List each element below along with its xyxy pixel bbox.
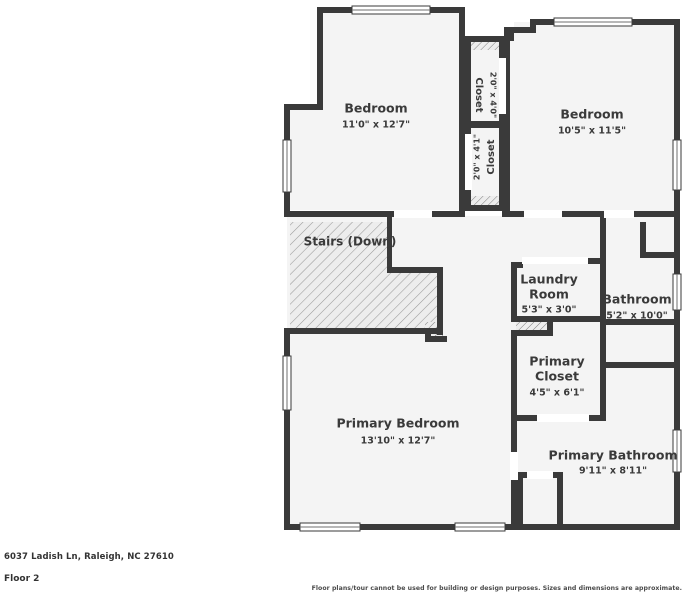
door-bedroom1	[394, 210, 432, 218]
wall-b1-right	[459, 7, 465, 216]
dims-closet-upper: 2'0" x 4'0"	[489, 72, 498, 118]
wall-stairs-bottom	[284, 328, 443, 334]
dims-primary-bedroom: 13'10" x 12'7"	[361, 436, 436, 447]
wall-hall-top-left	[284, 211, 465, 217]
room-labels: Bedroom 11'0" x 12'7" Bedroom 10'5" x 11…	[304, 72, 678, 477]
wall-laundry-bottom-foot	[511, 330, 553, 336]
wall-b2-top-jog	[508, 27, 534, 33]
dims-primary-bathroom: 9'11" x 8'11"	[579, 466, 647, 477]
label-bedroom-2: Bedroom	[560, 107, 623, 122]
door-closet-upper	[499, 58, 506, 114]
wall-laundry-top-left	[511, 262, 523, 268]
wall-pcloset-left	[511, 334, 517, 416]
property-address: 6037 Ladish Ln, Raleigh, NC 27610	[4, 552, 174, 562]
dims-bedroom-1: 11'0" x 12'7"	[342, 120, 410, 131]
wall-stairs-upper-right	[387, 217, 392, 272]
wall-b2-right	[674, 19, 680, 217]
floor-bedroom-1	[287, 10, 462, 210]
wall-pcloset-bottom-left	[511, 415, 539, 421]
door-closet-lower	[465, 134, 472, 190]
label-closet-lower: Closet	[486, 139, 497, 174]
wall-bath-alcove-vert	[640, 222, 646, 258]
closet-lower-shelf-hatch	[470, 196, 502, 207]
wall-stairs-bottom-foot	[425, 336, 447, 342]
label-primary-bathroom: Primary Bathroom	[549, 448, 678, 463]
wall-left-exterior	[284, 328, 290, 530]
wall-bath-bottom	[600, 319, 680, 325]
wall-b2-top-riser	[530, 19, 536, 33]
wall-hall-top-mid	[502, 211, 680, 217]
wall-pbed-right-upper	[511, 415, 517, 455]
door-primary-closet	[537, 414, 589, 422]
wall-wc-left	[517, 472, 523, 530]
door-bedroom2	[524, 210, 562, 218]
label-primary-closet-line2: Closet	[535, 369, 579, 384]
dims-closet-lower: 2'0" x 4'1"	[473, 134, 482, 180]
wall-laundry-left	[511, 262, 517, 318]
wall-closet-divider	[465, 121, 505, 128]
floor-closet-upper	[470, 50, 502, 122]
door-primary-bath	[510, 452, 518, 480]
dims-bathroom: 5'2" x 10'0"	[606, 311, 668, 322]
label-primary-bedroom: Primary Bedroom	[336, 416, 459, 431]
wall-stairs-bottom-stub	[425, 328, 431, 342]
label-closet-upper: Closet	[473, 77, 484, 112]
wall-wc-top-left	[517, 472, 529, 478]
wall-wc-right	[557, 472, 563, 530]
wall-pbath-top	[600, 362, 680, 368]
wall-b1-left-upper	[317, 7, 323, 107]
wall-laundry-bottom	[511, 316, 606, 322]
dims-bedroom-2: 10'5" x 11'5"	[558, 126, 626, 137]
wall-b2-top-left-stub	[508, 27, 514, 41]
label-bathroom: Bathroom	[602, 292, 671, 307]
wall-wc-top-right	[551, 472, 563, 478]
windows	[282, 5, 682, 532]
wall-bath-alcove-horz	[640, 252, 678, 258]
floor-closet-lower	[470, 128, 502, 196]
label-laundry-room-line1: Laundry	[520, 272, 577, 287]
wall-right-exterior	[674, 217, 680, 530]
wall-closet-top	[465, 36, 505, 42]
door-laundry	[522, 257, 588, 264]
door-openings	[394, 58, 634, 480]
wall-stairs-step	[387, 267, 443, 273]
label-laundry-room-line2: Room	[529, 287, 569, 302]
label-bedroom-1: Bedroom	[344, 101, 407, 116]
wall-b1-notch-horizontal	[284, 104, 323, 110]
wall-laundry-bottom-step	[547, 316, 553, 334]
floor-bedroom-2	[507, 22, 676, 215]
label-stairs: Stairs (Down)	[304, 235, 397, 249]
wall-stairs-right	[437, 267, 443, 335]
dims-laundry-room: 5'3" x 3'0"	[522, 305, 577, 316]
wall-laundry-right	[600, 258, 606, 321]
closet-upper-shelf-hatch	[470, 40, 502, 50]
door-bathroom	[604, 210, 634, 218]
wall-laundry-top-right	[588, 258, 606, 264]
disclaimer-text: Floor plans/tour cannot be used for buil…	[311, 585, 682, 592]
wall-pbed-right-lower	[511, 477, 517, 530]
floor-label: Floor 2	[4, 574, 40, 584]
door-water-closet	[527, 471, 553, 479]
footer: 6037 Ladish Ln, Raleigh, NC 27610 Floor …	[0, 548, 688, 600]
wall-b2-left	[504, 27, 510, 217]
dims-primary-closet: 4'5" x 6'1"	[530, 388, 585, 399]
wall-closet-bottom	[465, 205, 505, 211]
stairs-hatch	[290, 222, 440, 328]
wall-pcloset-right	[600, 325, 606, 421]
label-primary-closet-line1: Primary	[529, 354, 584, 369]
wall-pcloset-bottom-right	[588, 415, 606, 421]
